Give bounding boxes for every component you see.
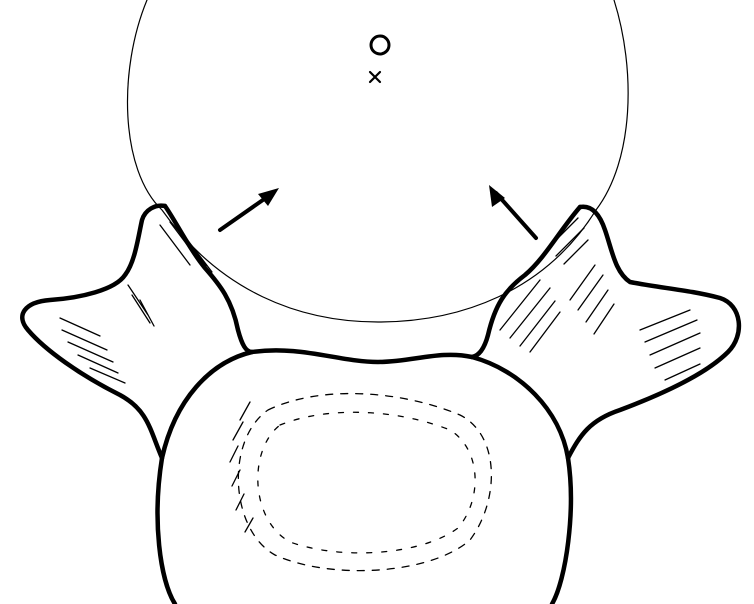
body-inner-hatching xyxy=(230,394,491,571)
left-pedicle-inner xyxy=(165,206,252,352)
right-arrow-icon xyxy=(489,185,536,238)
right-process-hatching xyxy=(500,218,700,380)
large-circle-outline xyxy=(127,0,628,322)
center-circle-marker xyxy=(371,36,389,54)
center-marker xyxy=(370,36,389,82)
left-arrow-icon xyxy=(220,188,279,230)
vertebral-body-outline xyxy=(158,350,571,604)
left-transverse-process xyxy=(22,206,165,458)
right-transverse-process xyxy=(568,207,739,458)
cross-marker xyxy=(370,72,380,82)
